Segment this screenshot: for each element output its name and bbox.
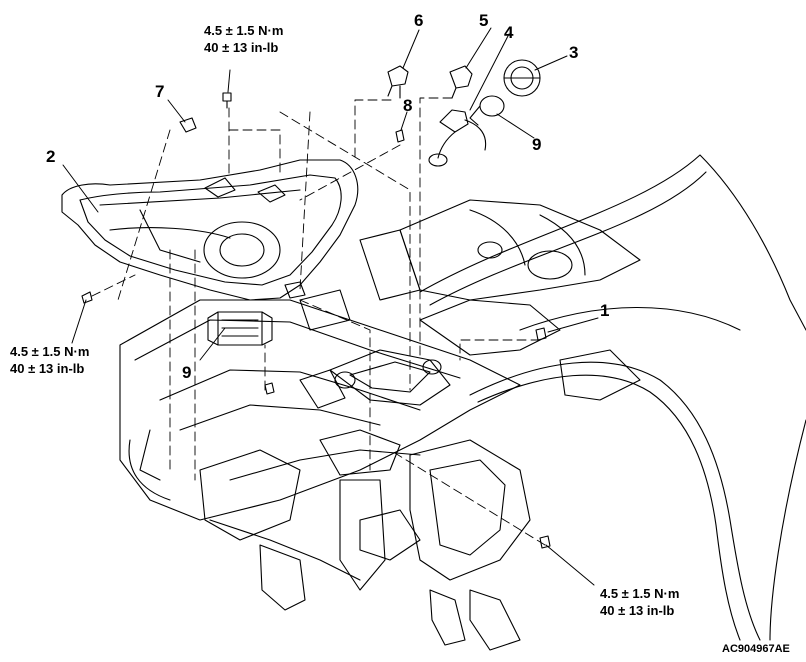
torque-nm: 4.5 ± 1.5 N·m	[204, 23, 284, 38]
engine-bay-illustration	[119, 199, 641, 651]
torque-nm: 4.5 ± 1.5 N·m	[600, 586, 680, 601]
callout-9-lower: 9	[182, 363, 192, 382]
callout-9-upper: 9	[532, 135, 542, 154]
torque-inlb: 40 ± 13 in-lb	[10, 361, 85, 376]
exploded-guide-lines	[91, 97, 546, 546]
callout-6: 6	[414, 11, 424, 30]
fender-illustration	[419, 154, 806, 641]
torque-spec-top: 4.5 ± 1.5 N·m 40 ± 13 in-lb	[204, 22, 283, 56]
discharge-headlamp-ballast	[207, 311, 273, 346]
bolt-hardware	[81, 92, 551, 549]
callout-1: 1	[600, 301, 610, 320]
torque-nm: 4.5 ± 1.5 N·m	[10, 344, 90, 359]
callout-4: 4	[504, 23, 514, 42]
dust-cover-3	[503, 59, 541, 97]
igniter-9-upper	[469, 95, 505, 126]
socket-harness-4	[428, 109, 487, 167]
torque-spec-bottom: 4.5 ± 1.5 N·m 40 ± 13 in-lb	[600, 585, 679, 619]
figure-code: AC904967AE	[722, 643, 790, 655]
leader-lines	[62, 27, 599, 586]
torque-inlb: 40 ± 13 in-lb	[600, 603, 675, 618]
clip-8	[395, 129, 405, 143]
bulb-5	[449, 65, 473, 99]
bulb-socket-6	[387, 65, 409, 99]
torque-spec-left: 4.5 ± 1.5 N·m 40 ± 13 in-lb	[10, 343, 89, 377]
torque-inlb: 40 ± 13 in-lb	[204, 40, 279, 55]
callout-5: 5	[479, 11, 489, 30]
callout-7: 7	[155, 82, 165, 101]
callout-2: 2	[46, 147, 56, 166]
callout-8: 8	[403, 96, 413, 115]
callout-3: 3	[569, 43, 579, 62]
clip-7	[179, 117, 197, 133]
headlamp-assembly	[61, 159, 359, 301]
